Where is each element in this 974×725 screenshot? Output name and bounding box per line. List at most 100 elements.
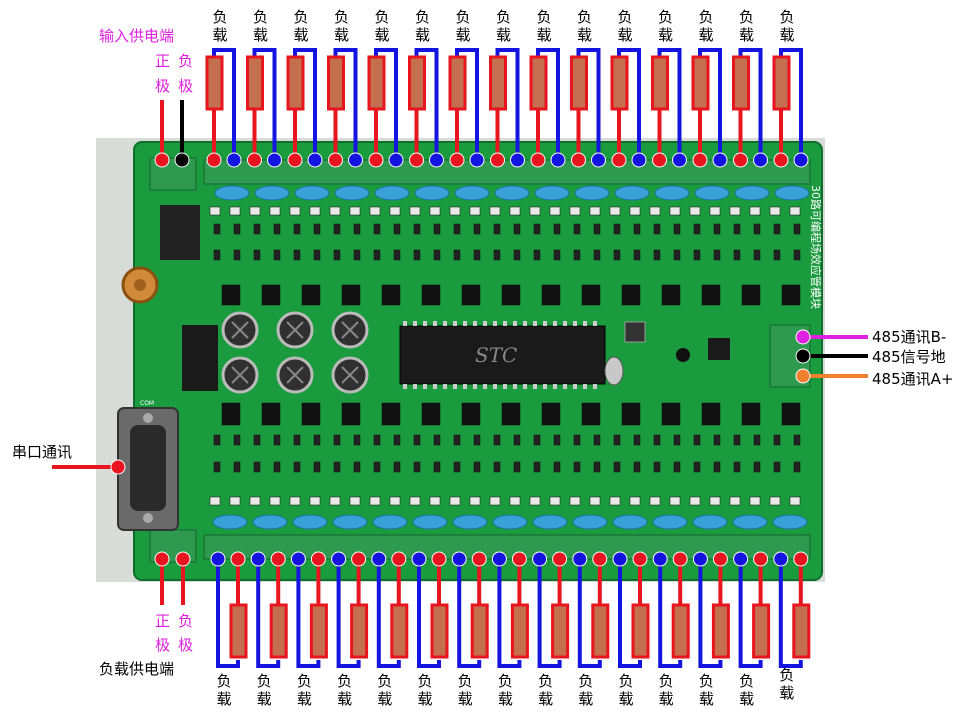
smd-component bbox=[653, 249, 661, 261]
smd-component bbox=[533, 249, 541, 261]
bottom-load-label-char-2: 载 bbox=[618, 690, 634, 708]
top-load-resistor bbox=[772, 55, 791, 111]
top-load-label-char-1: 负 bbox=[252, 8, 268, 26]
top-load-label-char-2: 载 bbox=[617, 26, 633, 44]
bottom-load-label-char-1: 负 bbox=[256, 672, 272, 690]
top-load-negative-wire bbox=[252, 48, 277, 160]
smd-component bbox=[633, 434, 641, 446]
bottom-load-negative-wire bbox=[336, 559, 361, 668]
top-positive-terminal-dot bbox=[611, 152, 627, 168]
smd-component bbox=[333, 461, 341, 473]
smd-component bbox=[233, 249, 241, 261]
top-load-label-char-1: 负 bbox=[455, 8, 471, 26]
smd-component bbox=[229, 206, 241, 216]
top-load-negative-wire bbox=[657, 48, 682, 160]
smd-component bbox=[313, 461, 321, 473]
top-load-resistor bbox=[286, 55, 305, 111]
smd-component bbox=[381, 284, 401, 306]
rs485-a-dot bbox=[795, 368, 811, 384]
rs485-b-label: 485通讯B- bbox=[872, 328, 947, 346]
top-capacitor bbox=[334, 185, 370, 201]
smd-component bbox=[729, 206, 741, 216]
bottom-capacitor bbox=[652, 514, 688, 530]
bottom-positive-terminal-dot bbox=[793, 551, 809, 567]
smd-component bbox=[733, 223, 741, 235]
smd-component bbox=[233, 434, 241, 446]
bottom-negative-terminal-dot bbox=[210, 551, 226, 567]
smd-component bbox=[633, 249, 641, 261]
chip-pin bbox=[423, 384, 427, 389]
smd-component bbox=[393, 461, 401, 473]
bottom-positive-terminal-dot bbox=[632, 551, 648, 567]
input-negative-label: 负 bbox=[178, 52, 194, 70]
top-positive-terminal-dot bbox=[692, 152, 708, 168]
smd-component bbox=[573, 223, 581, 235]
bottom-negative-terminal-dot bbox=[250, 551, 266, 567]
toroidal-inductor-core bbox=[134, 279, 146, 291]
smd-component bbox=[753, 461, 761, 473]
top-positive-terminal-dot bbox=[247, 152, 262, 168]
chip-pin bbox=[463, 321, 467, 326]
smd-component bbox=[669, 496, 681, 506]
bottom-positive-terminal-dot bbox=[471, 551, 487, 567]
smd-component bbox=[429, 206, 441, 216]
smd-component bbox=[269, 496, 281, 506]
bottom-capacitor bbox=[372, 514, 408, 530]
bottom-capacitor bbox=[732, 514, 768, 530]
bottom-load-resistor bbox=[510, 603, 529, 659]
smd-component bbox=[733, 434, 741, 446]
chip-pin bbox=[553, 321, 557, 326]
bottom-negative-terminal-dot bbox=[491, 551, 507, 567]
smd-component bbox=[233, 461, 241, 473]
load-power-label: 负载供电端 bbox=[99, 660, 175, 678]
smd-component bbox=[433, 434, 441, 446]
smd-component bbox=[709, 206, 721, 216]
smd-component bbox=[793, 434, 801, 446]
top-load-negative-wire bbox=[738, 48, 763, 160]
top-load-label-char-1: 负 bbox=[657, 8, 673, 26]
top-capacitor bbox=[734, 185, 770, 201]
smd-component bbox=[453, 249, 461, 261]
chip-pin bbox=[513, 321, 517, 326]
db9-screw bbox=[143, 513, 153, 523]
smd-component bbox=[573, 249, 581, 261]
smd-component bbox=[353, 223, 361, 235]
bottom-load-label-char-2: 载 bbox=[337, 690, 353, 708]
bottom-load-negative-wire bbox=[457, 559, 482, 668]
smd-component bbox=[293, 434, 301, 446]
bottom-load-negative-wire bbox=[658, 559, 683, 668]
capacitor-vent bbox=[231, 366, 249, 384]
serial-label: 串口通讯 bbox=[12, 443, 73, 461]
chip-pin bbox=[573, 321, 577, 326]
smd-component bbox=[613, 461, 621, 473]
bottom-negative-terminal-dot bbox=[773, 551, 789, 567]
bottom-capacitor bbox=[452, 514, 488, 530]
bottom-load-label-char-1: 负 bbox=[578, 672, 594, 690]
smd-component bbox=[713, 461, 721, 473]
chip-pin bbox=[593, 384, 597, 389]
smd-component bbox=[693, 461, 701, 473]
bottom-load-negative-wire bbox=[417, 559, 441, 668]
top-load-resistor bbox=[367, 55, 386, 111]
smd-component bbox=[713, 223, 721, 235]
smd-component bbox=[673, 223, 681, 235]
bottom-capacitor bbox=[292, 514, 328, 530]
capacitor-vent bbox=[341, 321, 359, 339]
smd-component bbox=[541, 284, 561, 306]
smd-component bbox=[433, 461, 441, 473]
top-negative-terminal-dot bbox=[469, 152, 485, 168]
top-load-label-char-2: 载 bbox=[698, 26, 714, 44]
crystal bbox=[604, 356, 624, 386]
smd-component bbox=[693, 223, 701, 235]
smd-component bbox=[353, 434, 361, 446]
bottom-load-label-char-2: 载 bbox=[216, 690, 232, 708]
smd-component bbox=[773, 434, 781, 446]
smd-component bbox=[373, 434, 381, 446]
input-positive-label: 正 bbox=[155, 52, 171, 70]
bottom-load-resistor bbox=[470, 603, 489, 659]
chip-pin bbox=[593, 321, 597, 326]
bottom-load-resistor bbox=[591, 603, 610, 659]
bottom-load-negative-wire bbox=[497, 559, 522, 668]
bottom-load-label-char-1: 负 bbox=[779, 666, 795, 684]
bottom-load-label-char-2: 载 bbox=[658, 690, 674, 708]
